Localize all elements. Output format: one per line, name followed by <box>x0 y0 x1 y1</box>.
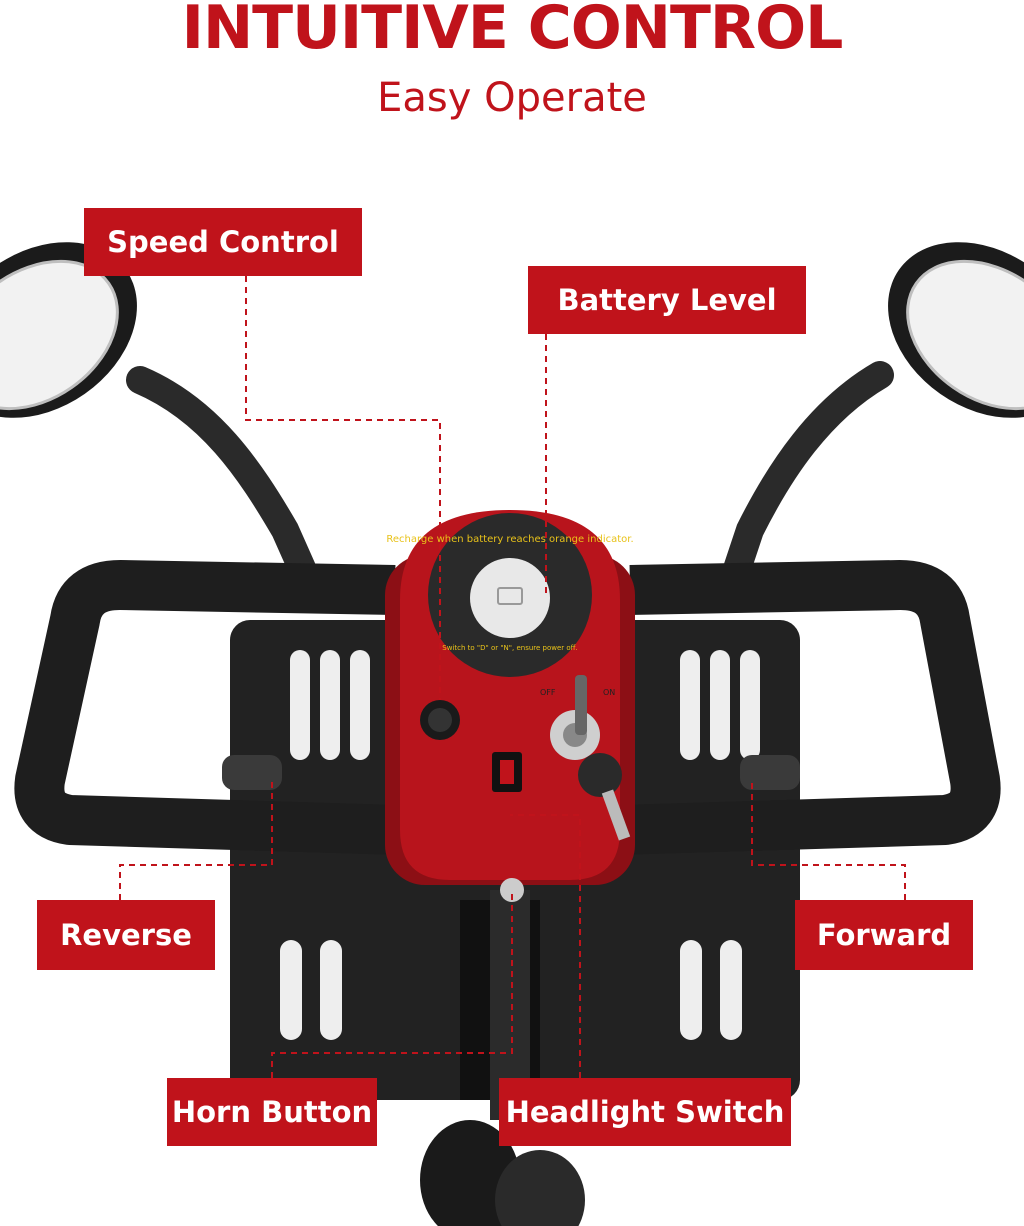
leader-speed-control <box>245 276 441 700</box>
leader-horn-button <box>271 890 513 1078</box>
ring-text: Recharge when battery reaches orange ind… <box>386 534 633 545</box>
label-speed-control: Speed Control <box>84 208 362 276</box>
label-headlight-switch: Headlight Switch <box>499 1078 791 1146</box>
leader-forward <box>751 780 906 900</box>
right-mirror <box>721 242 1024 589</box>
left-mirror <box>0 242 319 589</box>
page-title: INTUITIVE CONTROL <box>181 0 844 63</box>
control-console <box>385 510 635 902</box>
key-off-label: OFF <box>540 688 556 697</box>
label-reverse: Reverse <box>37 900 215 970</box>
leader-reverse <box>119 780 273 900</box>
page-subtitle: Easy Operate <box>377 75 647 121</box>
label-forward: Forward <box>795 900 973 970</box>
key-on-label: ON <box>603 688 615 697</box>
label-battery-level: Battery Level <box>528 266 806 334</box>
leader-lines <box>119 276 906 1078</box>
label-horn-button: Horn Button <box>167 1078 377 1146</box>
switch-text: Switch to "D" or "N", ensure power off. <box>442 644 577 652</box>
leader-headlight-switch <box>510 814 581 1078</box>
handlebar <box>14 560 1001 855</box>
